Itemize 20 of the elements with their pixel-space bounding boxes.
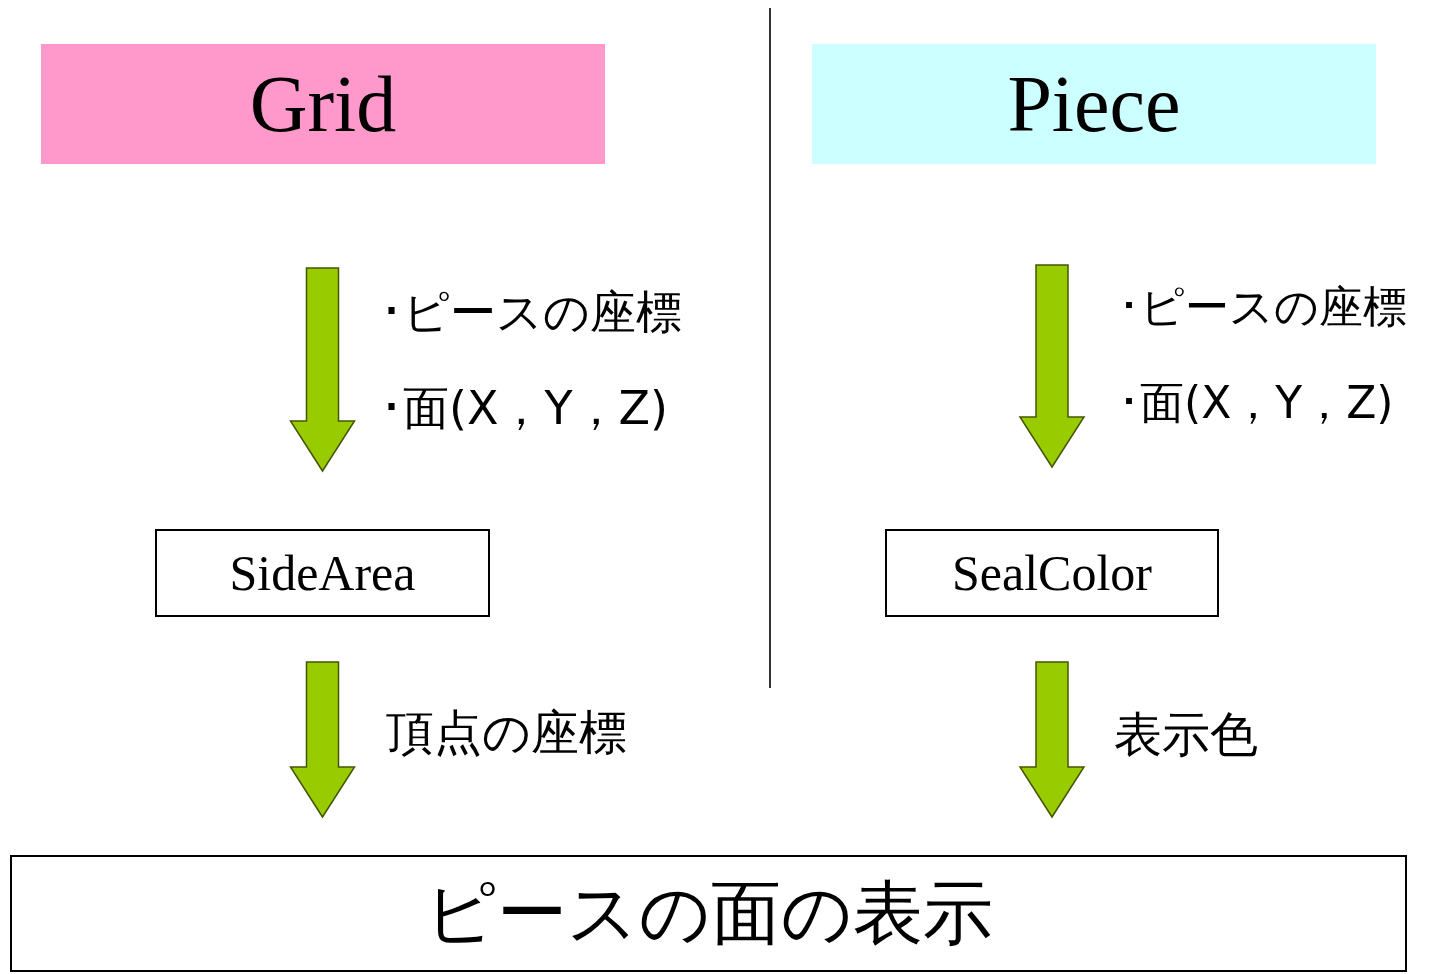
class-box bbox=[812, 44, 1376, 164]
class-box bbox=[41, 44, 605, 164]
annotation-text: ･面(X，Y，Z) bbox=[1118, 379, 1394, 428]
annotation-text: ･ピースの座標 bbox=[1118, 283, 1407, 332]
process-box bbox=[155, 529, 490, 617]
node-label: Piece bbox=[1007, 58, 1181, 150]
process-box bbox=[885, 529, 1219, 617]
annotation-text: 頂点の座標 bbox=[386, 706, 627, 759]
annotation-text: ･ピースの座標 bbox=[380, 287, 682, 338]
node-label: Grid bbox=[249, 58, 397, 150]
node-label: SealColor bbox=[952, 544, 1152, 602]
block-arrow bbox=[289, 661, 356, 819]
block-arrow bbox=[1018, 264, 1086, 469]
block-arrow bbox=[289, 267, 356, 473]
annotation-text: ･面(X，Y，Z) bbox=[380, 383, 669, 434]
node-label: ピースの面の表示 bbox=[424, 870, 993, 956]
block-arrow bbox=[1018, 661, 1086, 819]
annotation-text: 表示色 bbox=[1114, 708, 1258, 761]
node-label: SideArea bbox=[229, 544, 416, 602]
output-box bbox=[10, 855, 1407, 972]
